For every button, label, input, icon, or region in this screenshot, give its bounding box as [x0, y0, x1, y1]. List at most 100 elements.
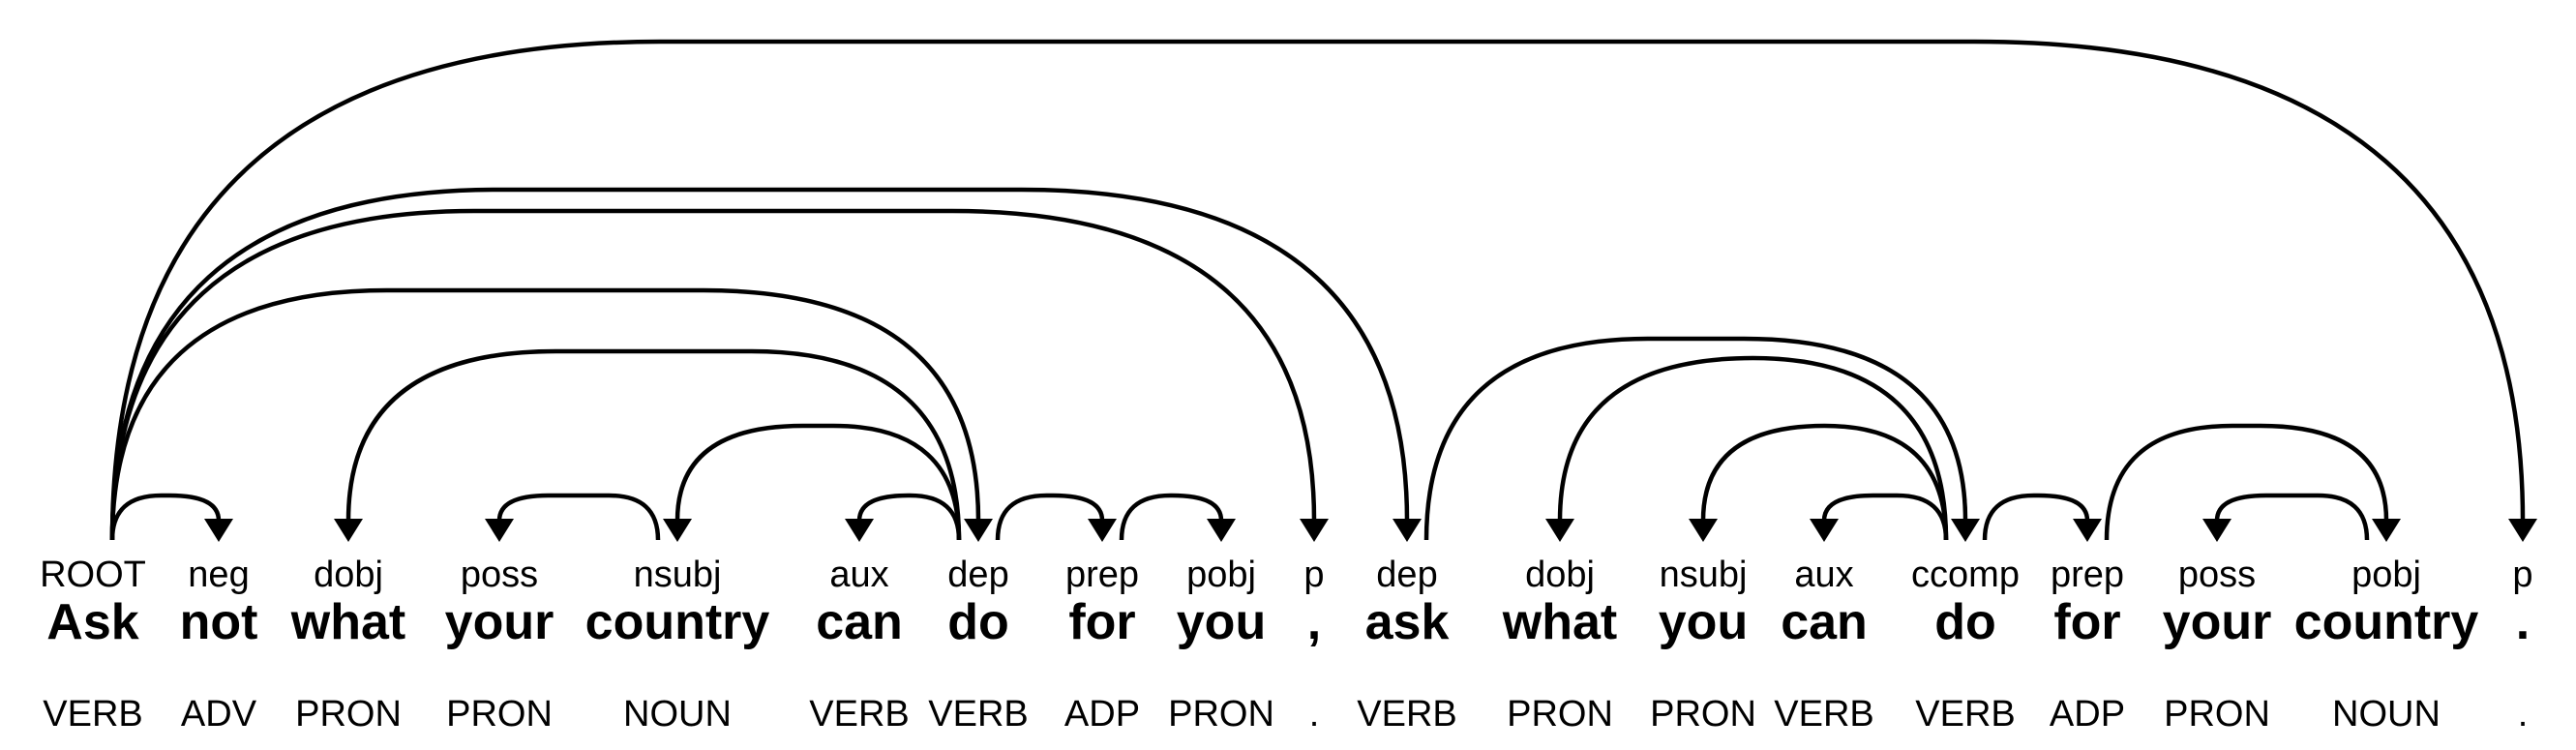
- token-column: p..: [2512, 555, 2532, 735]
- arrowhead-p: [2508, 519, 2537, 542]
- arrowhead-dobj: [334, 519, 363, 542]
- token-dep-label: prep: [2051, 555, 2124, 595]
- token-dep-label: pobj: [2351, 555, 2421, 595]
- token-dep-label: p: [1303, 555, 1324, 595]
- token-pos-tag: PRON: [1507, 694, 1613, 735]
- token-word: do: [1934, 594, 1996, 650]
- dependency-arc-dobj: [345, 348, 962, 541]
- token-pos-tag: PRON: [2164, 694, 2270, 735]
- token-word: you: [1659, 594, 1748, 650]
- token-dep-label: poss: [461, 555, 538, 595]
- token-pos-tag: ADP: [1064, 694, 1140, 735]
- dependency-arc-pobj: [1119, 493, 1224, 541]
- token-dep-label: pobj: [1186, 555, 1256, 595]
- arrowhead-p: [1300, 519, 1329, 542]
- token-word: Ask: [46, 594, 138, 650]
- token-pos-tag: VERB: [43, 694, 142, 735]
- arrowhead-neg: [204, 519, 233, 542]
- arrowhead-poss: [2202, 519, 2232, 542]
- token-pos-tag: VERB: [1774, 694, 1873, 735]
- token-word: ask: [1365, 594, 1450, 650]
- dependency-arc-dep: [109, 287, 981, 541]
- token-pos-tag: ADP: [2050, 694, 2125, 735]
- token-pos-tag: NOUN: [623, 694, 732, 735]
- dependency-arc-dep: [109, 187, 1410, 541]
- dependency-arc-poss: [496, 493, 661, 541]
- token-dep-label: aux: [829, 555, 888, 595]
- token-word: what: [290, 594, 405, 650]
- arrowhead-prep: [1088, 519, 1117, 542]
- token-dep-label: dobj: [314, 555, 383, 595]
- token-word: can: [816, 594, 903, 650]
- arrowhead-dep: [1393, 519, 1422, 542]
- token-pos-tag: PRON: [1168, 694, 1274, 735]
- arrowhead-nsubj: [663, 519, 692, 542]
- token-dep-label: dobj: [1525, 555, 1595, 595]
- token-pos-tag: VERB: [1915, 694, 2015, 735]
- token-word: not: [180, 594, 258, 650]
- arrowhead-aux: [1810, 519, 1839, 542]
- token-pos-tag: VERB: [928, 694, 1028, 735]
- dependency-arc-dobj: [1557, 355, 1949, 541]
- token-word: for: [1068, 594, 1135, 650]
- dependency-arc-prep: [1982, 493, 2090, 541]
- token-pos-tag: .: [1309, 694, 1320, 735]
- dependency-arc-ccomp: [1423, 336, 1968, 541]
- token-dep-label: ROOT: [40, 555, 146, 595]
- token-word: do: [947, 594, 1009, 650]
- dependency-arc-p: [109, 39, 2526, 541]
- token-pos-tag: PRON: [295, 694, 402, 735]
- token-pos-tag: VERB: [809, 694, 909, 735]
- token-word: what: [1502, 594, 1617, 650]
- token-word: country: [2294, 594, 2479, 650]
- dependency-arc-aux: [1821, 493, 1949, 541]
- token-word: your: [2163, 594, 2272, 650]
- arrowhead-poss: [485, 519, 514, 542]
- token-pos-tag: ADV: [181, 694, 257, 735]
- token-pos-tag: .: [2518, 694, 2529, 735]
- token-pos-tag: PRON: [446, 694, 553, 735]
- dependency-arc-aux: [856, 493, 962, 541]
- dependency-arc-prep: [995, 493, 1105, 541]
- dependency-arc-nsubj: [1700, 423, 1949, 541]
- dependency-arc-neg: [109, 493, 222, 541]
- dependency-arc-pobj: [2104, 423, 2389, 541]
- dependency-arc-nsubj: [674, 423, 962, 541]
- arrowhead-pobj: [2372, 519, 2401, 542]
- dependency-arc-poss: [2214, 493, 2370, 541]
- token-dep-label: poss: [2178, 555, 2256, 595]
- token-word: your: [445, 594, 554, 650]
- arrowhead-pobj: [1207, 519, 1236, 542]
- tokens-layer: ROOTAskVERBnegnotADVdobjwhatPRONpossyour…: [40, 555, 2532, 735]
- arcs-layer: [109, 39, 2537, 542]
- token-word: can: [1781, 594, 1868, 650]
- arrowhead-dep: [964, 519, 993, 542]
- token-dep-label: prep: [1065, 555, 1139, 595]
- arrowhead-ccomp: [1951, 519, 1980, 542]
- token-pos-tag: PRON: [1650, 694, 1756, 735]
- token-dep-label: p: [2512, 555, 2532, 595]
- token-column: p,.: [1303, 555, 1324, 735]
- token-pos-tag: NOUN: [2332, 694, 2441, 735]
- token-word: country: [585, 594, 770, 650]
- token-dep-label: nsubj: [1660, 555, 1748, 595]
- token-word: ,: [1307, 594, 1321, 650]
- token-dep-label: neg: [188, 555, 249, 595]
